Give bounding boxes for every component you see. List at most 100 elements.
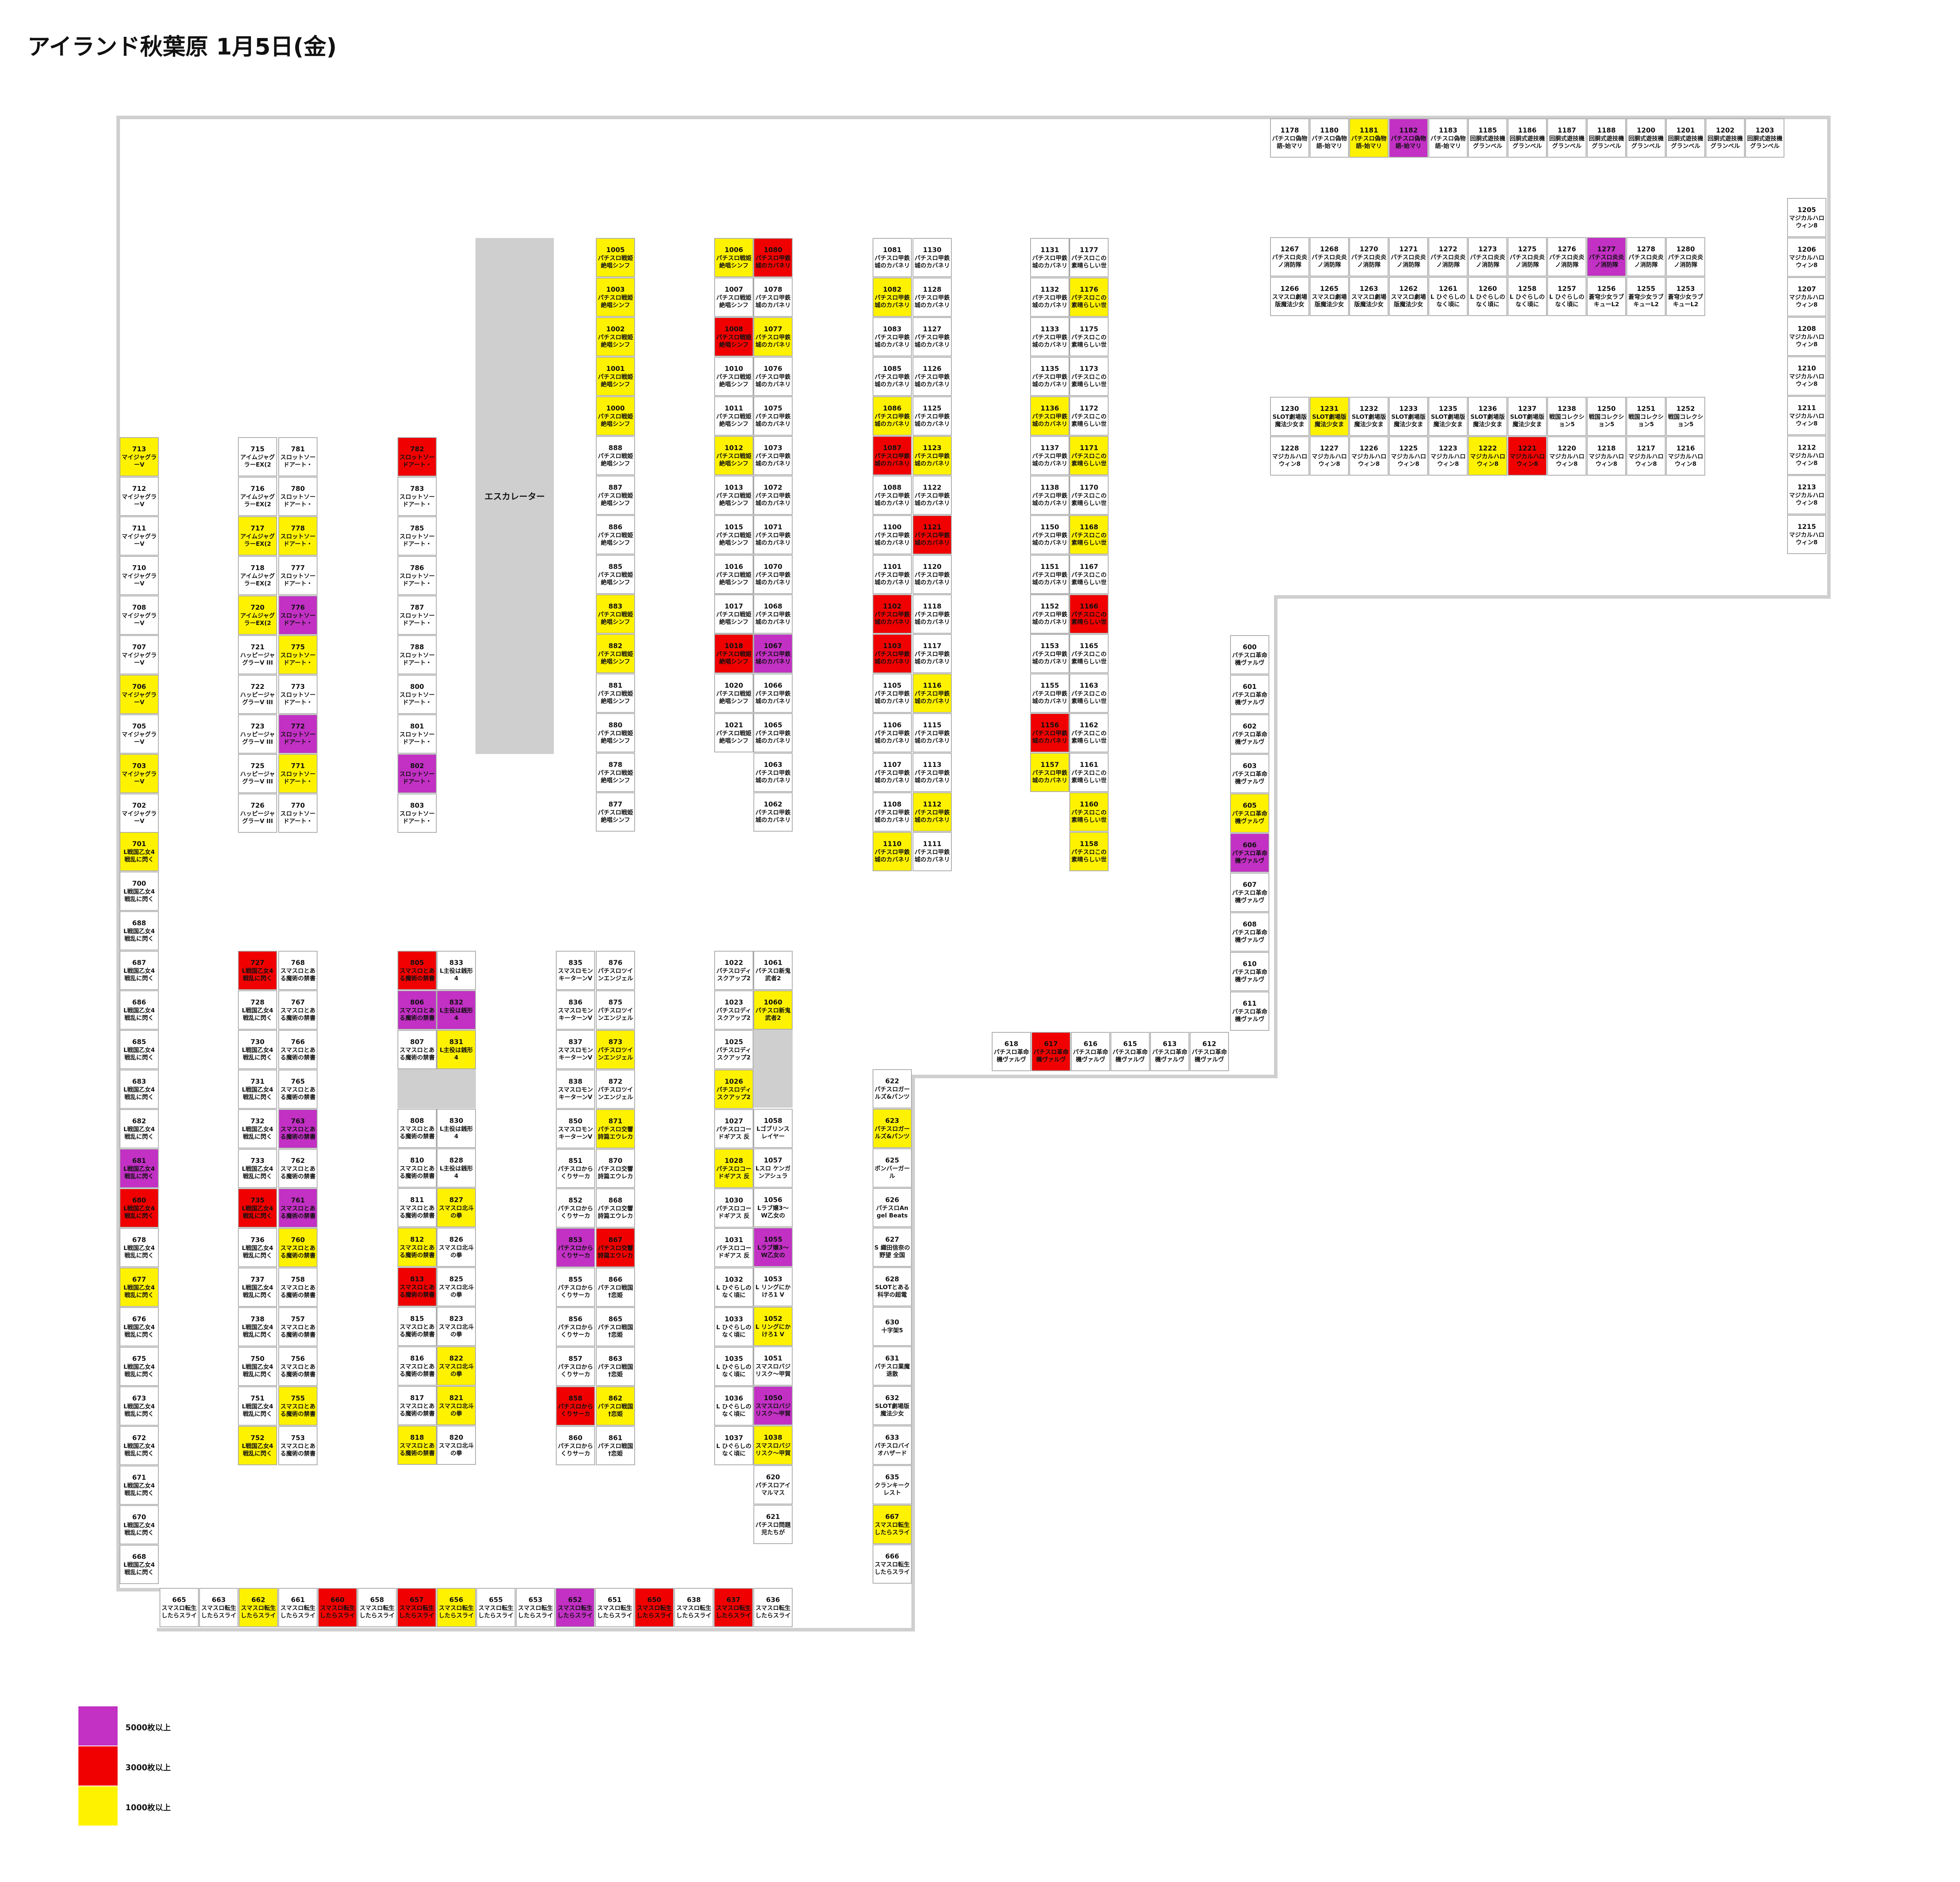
- machine-cell[interactable]: 677L戦国乙女4 戦乱に閃く: [120, 1268, 159, 1307]
- machine-cell[interactable]: 858パチスロからくりサーカ: [556, 1386, 595, 1426]
- machine-cell[interactable]: 886パチスロ戦姫絶唱シンフ: [596, 515, 635, 554]
- machine-cell[interactable]: 715アイムジャグラーEX(2: [238, 437, 277, 476]
- machine-cell[interactable]: 787スロットソードアート・: [397, 596, 437, 635]
- machine-cell[interactable]: 800スロットソードアート・: [397, 675, 437, 714]
- machine-cell[interactable]: 1278パチスロ炎炎ノ消防隊: [1626, 237, 1666, 276]
- machine-cell[interactable]: 658スマスロ転生したらスライ: [358, 1588, 397, 1627]
- machine-cell[interactable]: 1152パチスロ甲鉄城のカバネリ: [1030, 594, 1069, 634]
- machine-cell[interactable]: 888パチスロ戦姫絶唱シンフ: [596, 436, 635, 475]
- machine-cell[interactable]: 1125パチスロ甲鉄城のカバネリ: [913, 396, 952, 436]
- machine-cell[interactable]: 655スマスロ転生したらスライ: [476, 1588, 515, 1627]
- machine-cell[interactable]: 1211マジカルハロウィン8: [1787, 396, 1826, 435]
- machine-cell[interactable]: 1006パチスロ戦姫絶唱シンフ: [714, 238, 753, 277]
- machine-cell[interactable]: 1105パチスロ甲鉄城のカバネリ: [873, 674, 912, 713]
- machine-cell[interactable]: 1017パチスロ戦姫絶唱シンフ: [714, 594, 753, 634]
- machine-cell[interactable]: 823スマスロ北斗の拳: [437, 1307, 476, 1346]
- machine-cell[interactable]: 810スマスロとある魔術の禁書: [397, 1148, 437, 1188]
- machine-cell[interactable]: 708マイジャグラーV: [120, 596, 159, 635]
- machine-cell[interactable]: 1276パチスロ炎炎ノ消防隊: [1547, 237, 1586, 276]
- machine-cell[interactable]: 1158パチスロこの素晴らしい世: [1069, 832, 1109, 871]
- machine-cell[interactable]: 861パチスロ戦国†恋姫: [596, 1426, 635, 1465]
- machine-cell[interactable]: 1210マジカルハロウィン8: [1787, 356, 1826, 396]
- machine-cell[interactable]: 611パチスロ革命機ヴァルヴ: [1230, 992, 1269, 1031]
- machine-cell[interactable]: 630十字架5: [873, 1307, 912, 1346]
- machine-cell[interactable]: 678L戦国乙女4 戦乱に閃く: [120, 1228, 159, 1267]
- machine-cell[interactable]: 831L主役は銭形4: [437, 1030, 476, 1069]
- machine-cell[interactable]: 1170パチスロこの素晴らしい世: [1069, 476, 1109, 515]
- machine-cell[interactable]: 666スマスロ転生したらスライ: [873, 1544, 912, 1584]
- machine-cell[interactable]: 1226マジカルハロウィン8: [1349, 436, 1388, 476]
- machine-cell[interactable]: 1102パチスロ甲鉄城のカバネリ: [873, 594, 912, 634]
- machine-cell[interactable]: 737L戦国乙女4 戦乱に閃く: [238, 1268, 277, 1307]
- machine-cell[interactable]: 1055Lラブ嬢3〜W乙女の: [753, 1228, 793, 1267]
- machine-cell[interactable]: 1023パチスロディスクアップ2: [714, 990, 753, 1030]
- machine-cell[interactable]: 1067パチスロ甲鉄城のカバネリ: [753, 634, 793, 673]
- machine-cell[interactable]: 1035L ひぐらしのなく頃に: [714, 1347, 753, 1386]
- machine-cell[interactable]: 1206マジカルハロウィン8: [1787, 238, 1826, 277]
- machine-cell[interactable]: 1086パチスロ甲鉄城のカバネリ: [873, 396, 912, 436]
- machine-cell[interactable]: 1058Lゴブリンスレイヤー: [753, 1109, 793, 1148]
- machine-cell[interactable]: 1087パチスロ甲鉄城のカバネリ: [873, 436, 912, 475]
- machine-cell[interactable]: 1111パチスロ甲鉄城のカバネリ: [913, 832, 952, 871]
- machine-cell[interactable]: 1127パチスロ甲鉄城のカバネリ: [913, 317, 952, 356]
- machine-cell[interactable]: 873パチスロツインエンジェル: [596, 1030, 635, 1069]
- machine-cell[interactable]: 1135パチスロ甲鉄城のカバネリ: [1030, 357, 1069, 396]
- machine-cell[interactable]: 601パチスロ革命機ヴァルヴ: [1230, 675, 1269, 714]
- machine-cell[interactable]: 1212マジカルハロウィン8: [1787, 436, 1826, 475]
- machine-cell[interactable]: 1161パチスロこの素晴らしい世: [1069, 753, 1109, 792]
- machine-cell[interactable]: 822スマスロ北斗の拳: [437, 1346, 476, 1386]
- machine-cell[interactable]: 602パチスロ革命機ヴァルヴ: [1230, 714, 1269, 754]
- machine-cell[interactable]: 1216マジカルハロウィン8: [1666, 436, 1705, 476]
- machine-cell[interactable]: 1008パチスロ戦姫絶唱シンフ: [714, 317, 753, 356]
- machine-cell[interactable]: 776スロットソードアート・: [278, 596, 318, 635]
- machine-cell[interactable]: 1070パチスロ甲鉄城のカバネリ: [753, 555, 793, 594]
- machine-cell[interactable]: 781スロットソードアート・: [278, 437, 318, 476]
- machine-cell[interactable]: 1036L ひぐらしのなく頃に: [714, 1386, 753, 1426]
- machine-cell[interactable]: 782スロットソードアート・: [397, 437, 437, 476]
- machine-cell[interactable]: 763スマスロとある魔術の禁書: [278, 1109, 318, 1148]
- machine-cell[interactable]: 807スマスロとある魔術の禁書: [397, 1030, 437, 1069]
- machine-cell[interactable]: 1018パチスロ戦姫絶唱シンフ: [714, 634, 753, 673]
- machine-cell[interactable]: 685L戦国乙女4 戦乱に閃く: [120, 1030, 159, 1069]
- machine-cell[interactable]: 613パチスロ革命機ヴァルヴ: [1150, 1032, 1189, 1071]
- machine-cell[interactable]: 1065パチスロ甲鉄城のカバネリ: [753, 713, 793, 752]
- machine-cell[interactable]: 651スマスロ転生したらスライ: [595, 1588, 634, 1627]
- machine-cell[interactable]: 866パチスロ戦国†恋姫: [596, 1268, 635, 1307]
- machine-cell[interactable]: 1136パチスロ甲鉄城のカバネリ: [1030, 396, 1069, 436]
- machine-cell[interactable]: 637スマスロ転生したらスライ: [714, 1588, 753, 1627]
- machine-cell[interactable]: 1250戦国コレクション5: [1587, 397, 1626, 436]
- machine-cell[interactable]: 652スマスロ転生したらスライ: [555, 1588, 595, 1627]
- machine-cell[interactable]: 1175パチスロこの素晴らしい世: [1069, 317, 1109, 356]
- machine-cell[interactable]: 1060パチスロ新鬼武者2: [753, 990, 793, 1030]
- machine-cell[interactable]: 1225マジカルハロウィン8: [1389, 436, 1428, 476]
- machine-cell[interactable]: 707マイジャグラーV: [120, 635, 159, 674]
- machine-cell[interactable]: 636スマスロ転生したらスライ: [753, 1588, 793, 1627]
- machine-cell[interactable]: 856パチスロからくりサーカ: [556, 1307, 595, 1346]
- machine-cell[interactable]: 622パチスロガールズ&パンツ: [873, 1069, 912, 1108]
- machine-cell[interactable]: 853パチスロからくりサーカ: [556, 1228, 595, 1267]
- machine-cell[interactable]: 1030パチスロコードギアス 反: [714, 1188, 753, 1228]
- machine-cell[interactable]: 760スマスロとある魔術の禁書: [278, 1228, 318, 1267]
- machine-cell[interactable]: 1007パチスロ戦姫絶唱シンフ: [714, 278, 753, 317]
- machine-cell[interactable]: 1085パチスロ甲鉄城のカバネリ: [873, 357, 912, 396]
- machine-cell[interactable]: 770スロットソードアート・: [278, 794, 318, 833]
- machine-cell[interactable]: 816スマスロとある魔術の禁書: [397, 1346, 437, 1386]
- machine-cell[interactable]: 1176パチスロこの素晴らしい世: [1069, 278, 1109, 317]
- machine-cell[interactable]: 711マイジャグラーV: [120, 516, 159, 556]
- machine-cell[interactable]: 668L戦国乙女4 戦乱に閃く: [120, 1545, 159, 1584]
- machine-cell[interactable]: 762スマスロとある魔術の禁書: [278, 1149, 318, 1188]
- machine-cell[interactable]: 1063パチスロ甲鉄城のカバネリ: [753, 753, 793, 792]
- machine-cell[interactable]: 880パチスロ戦姫絶唱シンフ: [596, 713, 635, 752]
- machine-cell[interactable]: 1232SLOT劇場版魔法少女ま: [1349, 397, 1388, 436]
- machine-cell[interactable]: 1027パチスロコードギアス 反: [714, 1109, 753, 1148]
- machine-cell[interactable]: 751L戦国乙女4 戦乱に閃く: [238, 1386, 277, 1426]
- machine-cell[interactable]: 1172パチスロこの素晴らしい世: [1069, 396, 1109, 436]
- machine-cell[interactable]: 676L戦国乙女4 戦乱に閃く: [120, 1307, 159, 1346]
- machine-cell[interactable]: 1031パチスロコードギアス 反: [714, 1228, 753, 1267]
- machine-cell[interactable]: 1026パチスロディスクアップ2: [714, 1070, 753, 1109]
- machine-cell[interactable]: 808スマスロとある魔術の禁書: [397, 1109, 437, 1148]
- machine-cell[interactable]: 1088パチスロ甲鉄城のカバネリ: [873, 476, 912, 515]
- machine-cell[interactable]: 1083パチスロ甲鉄城のカバネリ: [873, 317, 912, 356]
- machine-cell[interactable]: 620パチスロアイマルマス: [753, 1465, 793, 1504]
- machine-cell[interactable]: 1265スマスロ劇場版魔法少女: [1310, 277, 1349, 316]
